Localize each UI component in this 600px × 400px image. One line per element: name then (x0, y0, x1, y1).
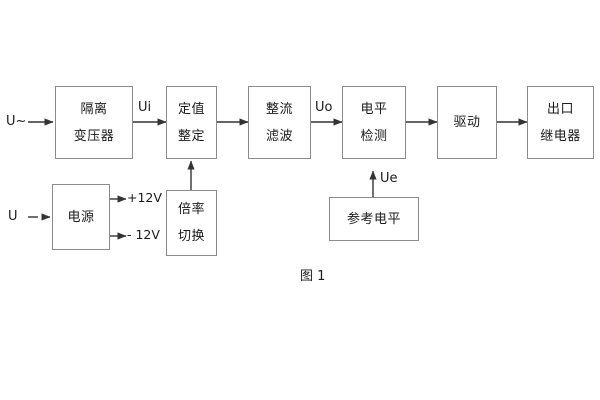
block-line: 电平 (360, 101, 388, 117)
block-setting-value[interactable]: 定值 整定 (166, 86, 217, 159)
label-ue: Ue (380, 171, 398, 186)
label-uo: Uo (315, 100, 333, 115)
block-line: 切换 (177, 229, 205, 244)
block-line: 检测 (360, 128, 388, 144)
block-line: 参考电平 (346, 211, 401, 227)
label-input-ac: U~ (6, 114, 27, 129)
block-line: 隔离 (80, 101, 108, 117)
label-rail-negative: - 12V (127, 227, 160, 242)
block-line: 变压器 (73, 128, 115, 144)
block-level-detection[interactable]: 电平 检测 (342, 86, 406, 159)
label-rail-positive: +12V (127, 190, 162, 205)
block-line: 定值 (177, 101, 205, 117)
block-line: 滤波 (265, 128, 293, 144)
block-line: 电源 (67, 209, 95, 225)
block-reference-level[interactable]: 参考电平 (329, 197, 419, 241)
block-line: 继电器 (540, 128, 581, 144)
block-line: 驱动 (453, 115, 481, 130)
block-multiplier-switch[interactable]: 倍率 切换 (166, 190, 217, 256)
block-power-supply[interactable]: 电源 (52, 184, 110, 250)
block-line: 出口 (546, 101, 574, 117)
block-isolation-transformer[interactable]: 隔离 变压器 (55, 86, 133, 159)
block-line: 整定 (177, 128, 205, 144)
label-ui: Ui (138, 100, 152, 115)
block-line: 倍率 (177, 202, 205, 217)
label-input-dc: U (8, 209, 18, 224)
figure-caption: 图 1 (300, 269, 326, 284)
block-drive[interactable]: 驱动 (437, 86, 497, 159)
block-rectify-filter[interactable]: 整流 滤波 (248, 86, 311, 159)
block-output-relay[interactable]: 出口 继电器 (527, 86, 594, 159)
block-line: 整流 (265, 101, 293, 117)
